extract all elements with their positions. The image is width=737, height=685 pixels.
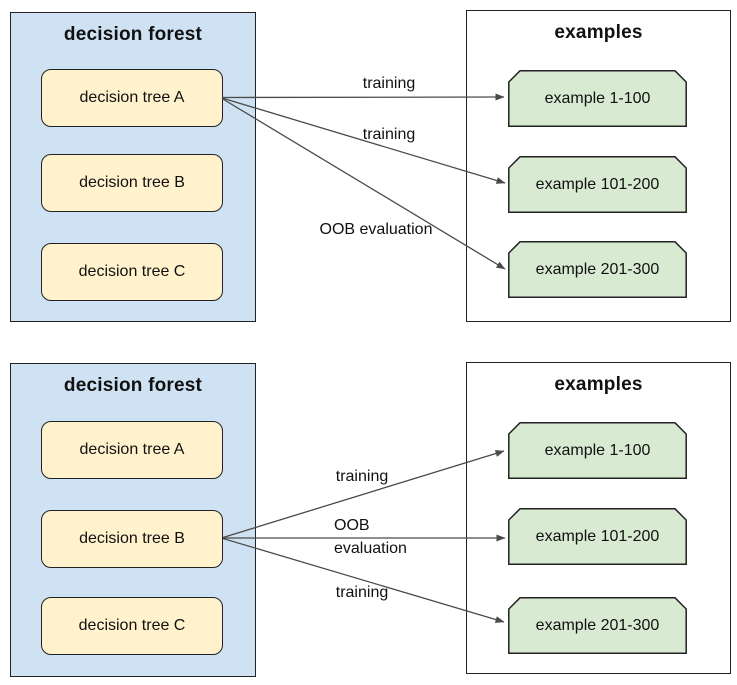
plaque-shape (508, 422, 687, 479)
plaque-shape (508, 597, 687, 654)
plaque-shape (508, 156, 687, 213)
plaque-shape (508, 70, 687, 127)
plaque-shape (508, 508, 687, 565)
tree-node-label: decision tree A (79, 441, 185, 458)
tree-node-c: decision tree C (41, 243, 223, 301)
tree-node-b: decision tree B (41, 154, 223, 212)
arrow-label-training: training (335, 584, 389, 601)
example-node-label: example 101-200 (535, 175, 660, 193)
forest-panel-2: decision forest decision tree A decision… (10, 363, 256, 677)
example-node-101-200: example 101-200 (508, 508, 687, 565)
examples-panel-1: examples example 1-100 example 101-200 e… (466, 10, 731, 322)
tree-node-label: decision tree B (79, 174, 185, 191)
examples-title: examples (554, 374, 643, 395)
tree-node-c: decision tree C (41, 597, 223, 655)
example-node-label: example 201-300 (535, 260, 660, 278)
tree-node-label: decision tree C (78, 617, 186, 634)
plaque-shape (508, 241, 687, 298)
arrow-label-training: training (335, 468, 389, 485)
example-node-label: example 201-300 (535, 616, 660, 634)
forest-title: decision forest (63, 375, 203, 396)
tree-node-b: decision tree B (41, 510, 223, 568)
arrow-label-oob-evaluation: OOB evaluation (334, 517, 407, 557)
example-node-201-300: example 201-300 (508, 597, 687, 654)
tree-node-label: decision tree B (79, 530, 185, 547)
example-node-1-100: example 1-100 (508, 70, 687, 127)
example-node-label: example 1-100 (544, 89, 651, 107)
example-node-101-200: example 101-200 (508, 156, 687, 213)
arrow-label-training: training (362, 75, 416, 92)
arrow-label-oob-evaluation: OOB evaluation (319, 221, 433, 238)
forest-panel-1: decision forest decision tree A decision… (10, 12, 256, 322)
tree-node-label: decision tree C (78, 263, 186, 280)
arrow-training-a-1 (221, 93, 505, 101)
forest-title: decision forest (63, 24, 203, 45)
arrow-label-training: training (362, 126, 416, 143)
examples-panel-2: examples example 1-100 example 101-200 e… (466, 362, 731, 674)
tree-node-a: decision tree A (41, 421, 223, 479)
tree-node-a: decision tree A (41, 69, 223, 127)
examples-title: examples (554, 22, 643, 43)
example-node-201-300: example 201-300 (508, 241, 687, 298)
example-node-label: example 1-100 (544, 441, 651, 459)
example-node-label: example 101-200 (535, 527, 660, 545)
example-node-1-100: example 1-100 (508, 422, 687, 479)
tree-node-label: decision tree A (79, 89, 185, 106)
